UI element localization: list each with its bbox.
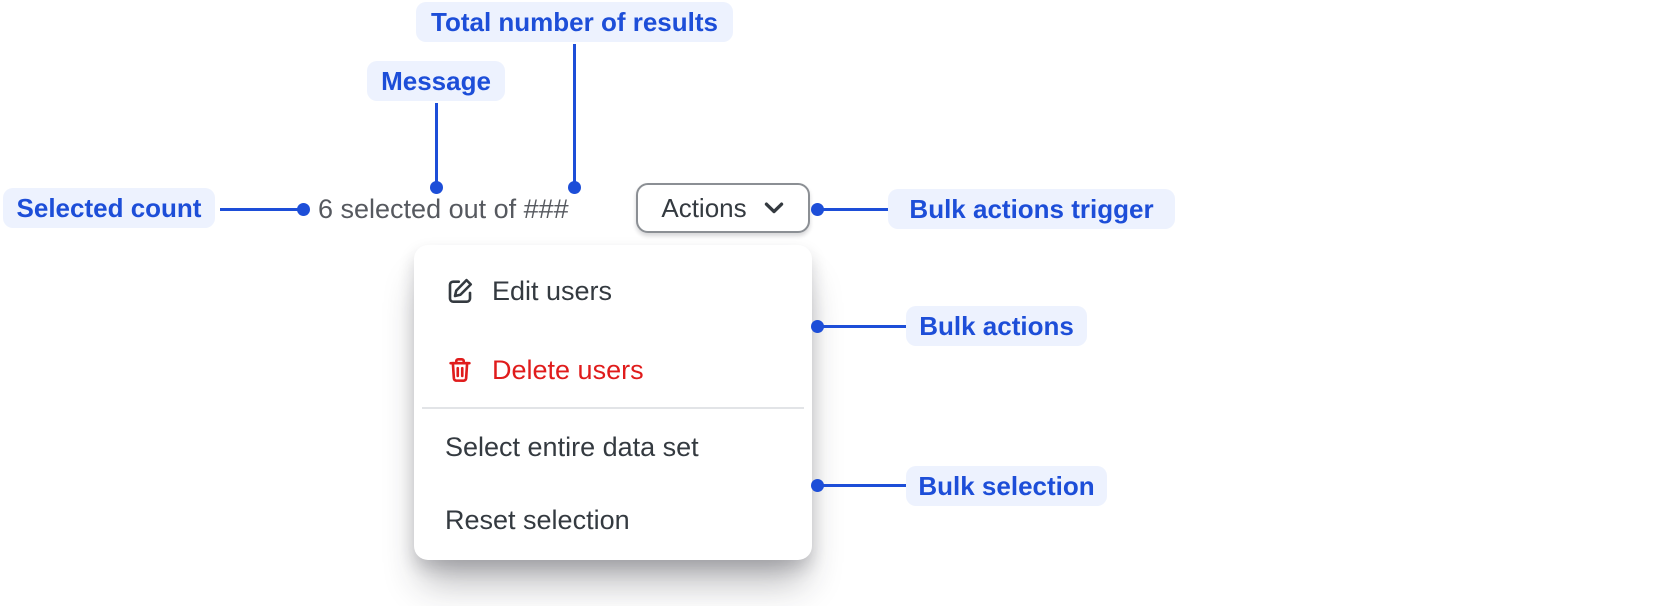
actions-button-label: Actions <box>661 192 747 223</box>
connector-line-selected-count <box>220 208 304 211</box>
menu-item-delete-users[interactable]: Delete users <box>414 340 812 400</box>
trash-icon <box>449 357 471 382</box>
bulk-actions-trigger-button[interactable]: Actions <box>636 183 810 233</box>
connector-dot-selected-count <box>297 203 310 216</box>
edit-icon <box>448 278 473 303</box>
connector-line-bulk-actions-trigger <box>820 208 888 211</box>
connector-dot-message <box>430 181 443 194</box>
menu-item-label: Select entire data set <box>445 431 699 462</box>
selection-count-message: 6 selected out of ### <box>318 194 569 224</box>
annotation-selected-count: Selected count <box>3 188 215 228</box>
connector-dot-bulk-actions <box>811 320 824 333</box>
bulk-actions-menu: Edit users Delete users Select entire da… <box>414 245 812 560</box>
annotation-message: Message <box>367 61 505 101</box>
connector-dot-bulk-actions-trigger <box>811 203 824 216</box>
chevron-down-icon <box>764 202 783 214</box>
connector-dot-bulk-selection <box>811 479 824 492</box>
connector-line-bulk-actions <box>820 325 906 328</box>
connector-dot-total-results <box>568 181 581 194</box>
annotation-bulk-selection: Bulk selection <box>906 466 1107 506</box>
annotation-bulk-actions-trigger: Bulk actions trigger <box>888 189 1175 229</box>
menu-item-select-entire-data-set[interactable]: Select entire data set <box>414 417 812 477</box>
menu-item-label: Reset selection <box>445 504 630 535</box>
menu-item-reset-selection[interactable]: Reset selection <box>414 490 812 550</box>
connector-line-message <box>435 103 438 188</box>
annotation-bulk-actions: Bulk actions <box>906 306 1087 346</box>
connector-line-total-results <box>573 44 576 188</box>
menu-item-label: Delete users <box>492 354 644 385</box>
menu-divider <box>422 407 804 409</box>
connector-line-bulk-selection <box>820 484 906 487</box>
menu-item-edit-users[interactable]: Edit users <box>414 261 812 321</box>
annotation-total-number-of-results: Total number of results <box>416 2 733 42</box>
menu-item-label: Edit users <box>492 275 613 306</box>
